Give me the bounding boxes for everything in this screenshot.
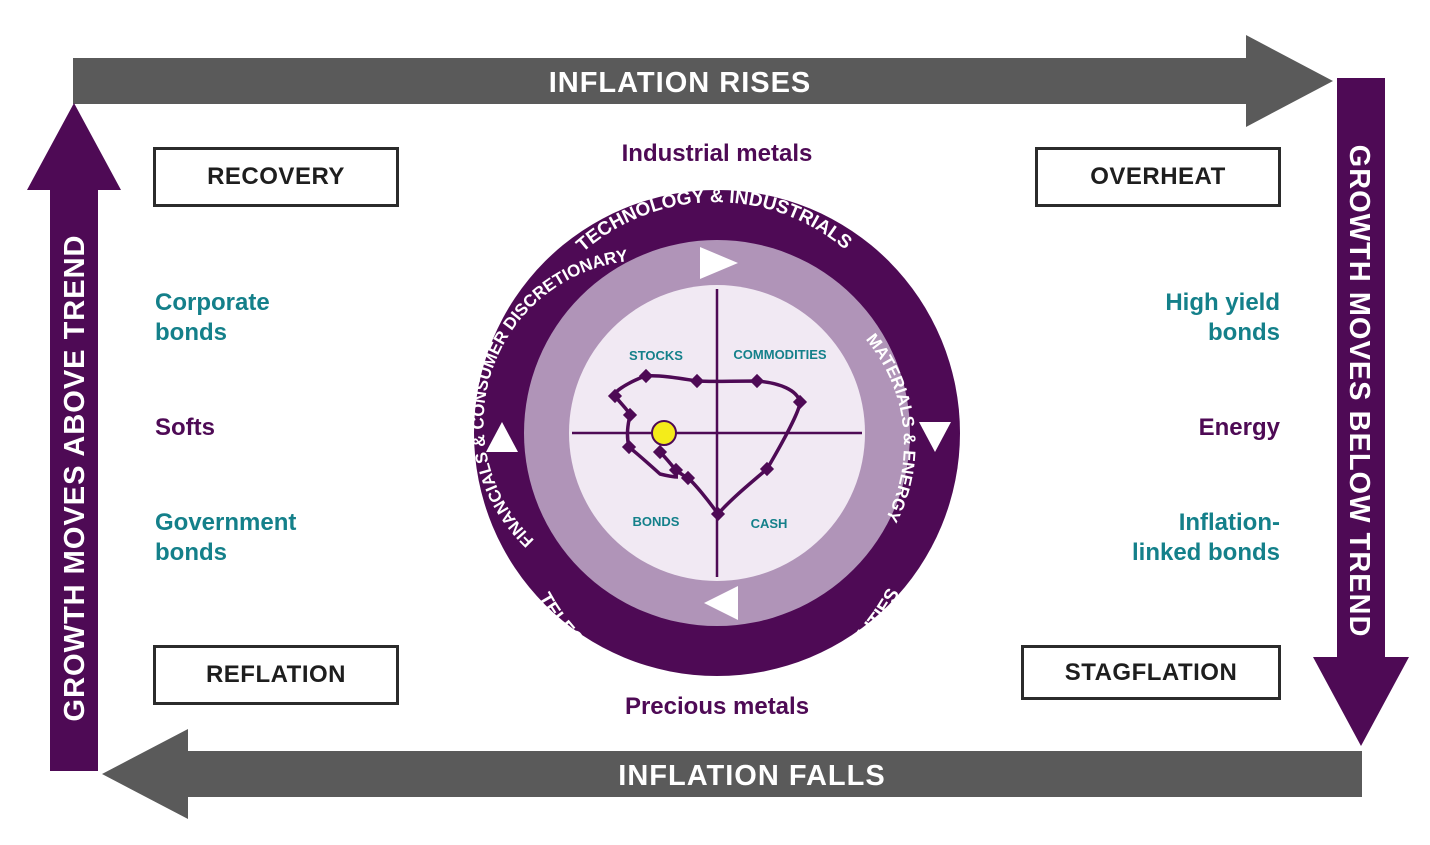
inflation-rises-arrow: INFLATION RISES [73,35,1333,127]
quadrant-commodities-label: COMMODITIES [733,347,826,362]
growth-below-trend-label: GROWTH MOVES BELOW TREND [1343,145,1375,638]
growth-below-trend-arrow: GROWTH MOVES BELOW TREND [1313,78,1409,746]
cycle-marker [622,407,638,423]
triangle-up-icon [486,422,518,452]
current-position-marker [651,420,677,446]
asset-line: linked bonds [1131,539,1280,566]
phase-recovery-box: RECOVERY [153,147,399,207]
cycle-marker [680,470,696,486]
triangle-down-icon [919,422,951,452]
triangle-left-icon [704,586,738,620]
quadrant-stocks-label: STOCKS [629,348,683,363]
asset-softs: Softs [155,414,215,441]
cycle-marker [621,439,637,455]
investment-clock: TECHNOLOGY & INDUSTRIALS TELECOM, STAPLE… [469,186,960,710]
cycle-marker [638,368,654,384]
cycle-marker [792,394,808,410]
asset-government-bonds: Government bonds [155,508,296,568]
growth-above-trend-label: GROWTH MOVES ABOVE TREND [59,235,91,722]
asset-line: High yield [1165,289,1280,316]
inflation-rises-label: INFLATION RISES [549,67,812,99]
industrial-metals-label: Industrial metals [621,140,813,167]
asset-high-yield-bonds: High yield bonds [1165,288,1280,348]
cycle-marker [759,461,775,477]
asset-inflation-linked-bonds: Inflation- linked bonds [1132,508,1280,568]
cycle-marker [652,444,668,460]
phase-reflation-box: REFLATION [153,645,399,705]
phase-stagflation-box: STAGFLATION [1021,645,1281,700]
asset-energy: Energy [1198,414,1280,441]
cycle-marker [607,388,623,404]
asset-line: Inflation- [1178,509,1280,536]
asset-line: Government [155,509,297,536]
precious-metals-label: Precious metals [624,693,810,720]
quadrant-bonds-label: BONDS [633,514,680,529]
inflation-falls-label: INFLATION FALLS [618,760,885,792]
asset-line: Corporate [155,289,270,316]
phase-overheat-box: OVERHEAT [1035,147,1281,207]
triangle-right-icon [700,247,738,279]
cycle-markers [607,368,808,522]
asset-line: bonds [1208,319,1280,346]
cycle-marker [749,373,765,389]
growth-above-trend-arrow: GROWTH MOVES ABOVE TREND [27,103,121,771]
cycle-marker [689,373,705,389]
quadrant-cash-label: CASH [751,516,788,531]
asset-line: bonds [155,319,227,346]
inflation-falls-arrow: INFLATION FALLS [102,729,1362,819]
asset-corporate-bonds: Corporate bonds [155,288,270,348]
cycle-marker [668,462,684,478]
asset-line: bonds [155,539,227,566]
cycle-marker [710,506,726,522]
